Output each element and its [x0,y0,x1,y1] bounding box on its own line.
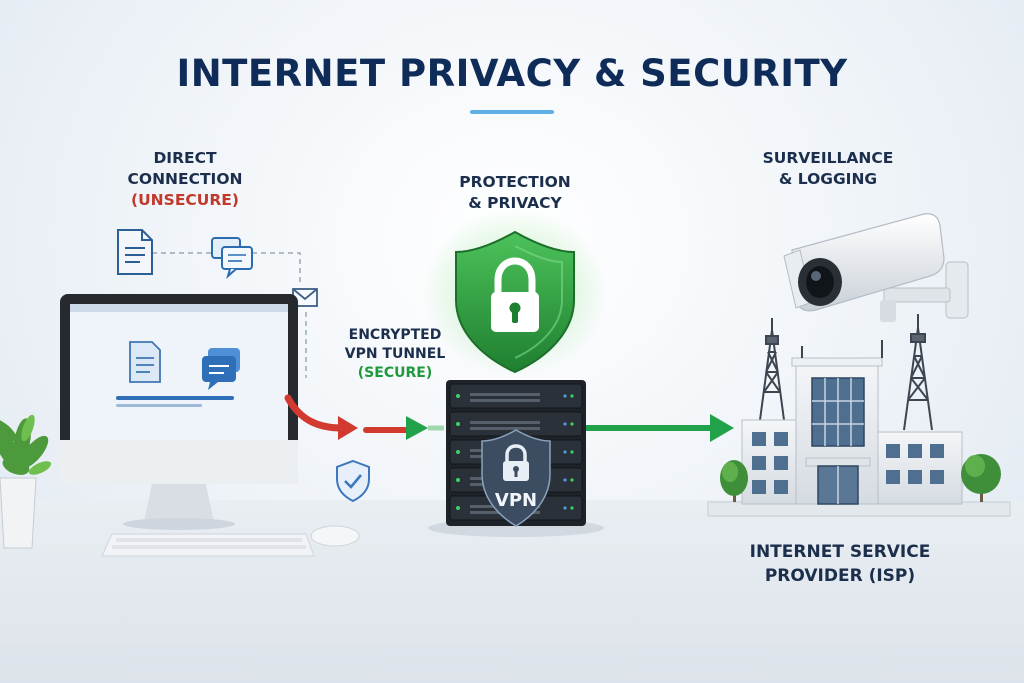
unsecure-arrow [284,394,413,440]
cell-tower-icon [759,318,785,421]
padlock-icon [503,444,529,481]
security-camera-icon [783,213,969,322]
protection-line2: & PRIVACY [468,194,562,212]
isp-line1: INTERNET SERVICE [749,542,931,562]
tree [961,454,1001,502]
secure-arrow-out [583,414,734,442]
computer-monitor [60,294,298,530]
mouse [310,525,360,547]
vpn-server-rack [428,380,604,537]
tunnel-line2: VPN TUNNEL [344,346,446,362]
building-icon [707,340,1011,517]
tunnel-status: (SECURE) [357,365,433,381]
direct-line1: DIRECT [153,149,217,167]
surveillance-line1: SURVEILLANCE [762,149,894,167]
protection-line1: PROTECTION [459,173,571,191]
isp-label: INTERNET SERVICE PROVIDER (ISP) [720,540,960,588]
shield-check-icon [336,459,370,503]
tunnel-line1: ENCRYPTED [348,327,442,343]
direct-connection-label: DIRECT CONNECTION (UNSECURE) [110,148,260,211]
direct-status: (UNSECURE) [131,191,239,209]
tunnel-label: ENCRYPTED VPN TUNNEL (SECURE) [330,326,460,383]
keyboard [101,533,315,557]
direct-line2: CONNECTION [127,170,243,188]
isp-line2: PROVIDER (ISP) [764,566,916,586]
shield-lock-icon [455,230,575,374]
vpn-badge [481,429,551,527]
screen-document-icon [129,341,161,383]
plant-icon [0,414,52,549]
surveillance-label: SURVEILLANCE & LOGGING [748,148,908,190]
tree [720,460,748,502]
secure-arrow-in [406,416,444,440]
screen-chat-icon [202,348,240,390]
page-title: INTERNET PRIVACY & SECURITY [176,52,848,95]
chat-icon [211,237,253,279]
document-icon [117,229,153,275]
surveillance-line2: & LOGGING [778,170,878,188]
protection-label: PROTECTION & PRIVACY [440,172,590,214]
cell-tower-icon [903,314,933,431]
vpn-badge-label: VPN [494,490,538,511]
title-underline [470,110,554,114]
